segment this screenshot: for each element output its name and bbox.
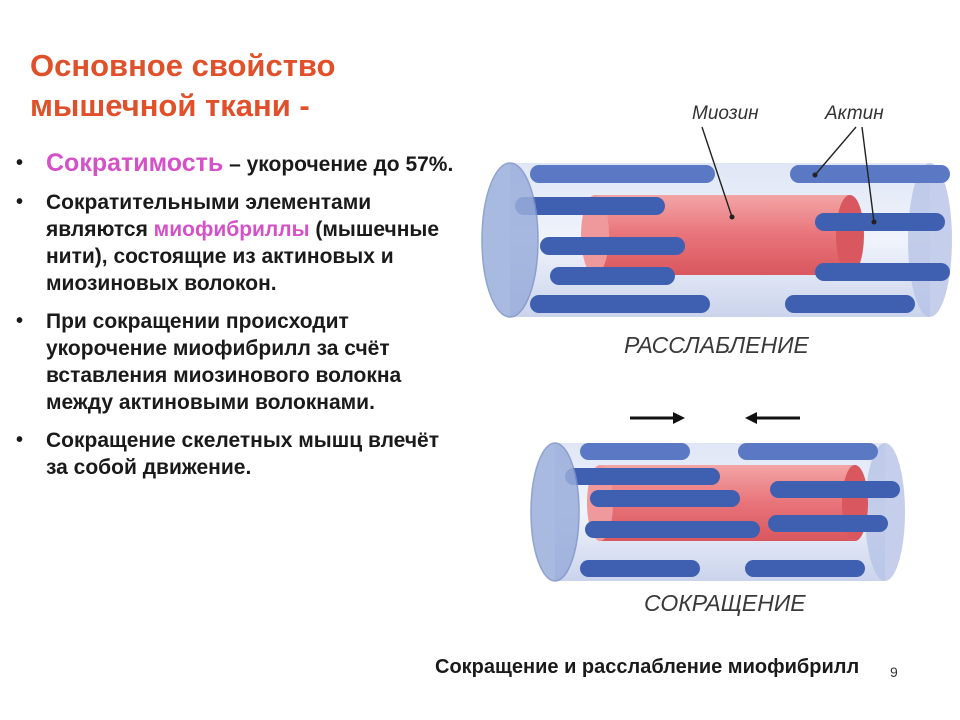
pointer-dot (812, 172, 818, 178)
relaxation-label: РАССЛАБЛЕНИЕ (624, 332, 810, 358)
bullet-dot: • (16, 191, 24, 213)
actin-pointer (814, 126, 857, 176)
title-line-2: мышечной ткани - (30, 88, 310, 123)
actin-filament (580, 443, 690, 460)
actin-filament (530, 295, 710, 313)
actin-filament (790, 165, 950, 183)
bullet-text: – укорочение до 57%. (223, 153, 454, 176)
bullet-dot: • (16, 310, 24, 332)
myosin-pointer (701, 126, 733, 218)
slide-title: Основное свойство мышечной ткани - (30, 46, 450, 126)
actin-filament (738, 443, 878, 460)
contraction-arrows (630, 412, 800, 424)
sheath-disc (481, 162, 539, 318)
bullet-item: • Сократительными элементами являются мио… (16, 189, 466, 297)
actin-filament (768, 515, 888, 532)
actin-filament (565, 468, 720, 485)
actin-filament (550, 267, 675, 285)
actin-filament (540, 237, 685, 255)
bullet-dot: • (16, 152, 24, 174)
arrow-left-head (745, 412, 757, 424)
bullet-highlight: Сократимость (46, 149, 224, 177)
actin-pointer (861, 126, 875, 223)
actin-filament (785, 295, 915, 313)
diagram-caption: Сокращение и расслабление миофибрилл (435, 656, 860, 678)
myofibril-diagram: Миозин Актин РАССЛАБЛЕНИЕ СОКРАЩЕНИЕ (481, 103, 952, 616)
actin-filament (580, 560, 700, 577)
bullet-highlight: миофибриллы (153, 218, 310, 241)
actin-filament (585, 521, 760, 538)
actin-filament (745, 560, 865, 577)
bullet-item: • Сократимость – укорочение до 57%. (16, 150, 466, 178)
pointer-dot (729, 214, 735, 220)
pointer-dot (871, 219, 877, 225)
actin-filament (515, 197, 665, 215)
bullet-item: • Сокращение скелетных мышц влечёт за соб… (16, 427, 466, 481)
page-number: 9 (890, 664, 898, 680)
contraction-label: СОКРАЩЕНИЕ (644, 590, 806, 616)
title-line-1: Основное свойство (30, 48, 336, 83)
sheath-disc (530, 442, 580, 582)
bullet-text: При сокращении происходит укорочение мио… (46, 310, 402, 414)
bullet-text: Сокращение скелетных мышц влечёт за собо… (46, 429, 439, 479)
relaxed-myofibril (481, 162, 952, 318)
myosin-label: Миозин (692, 103, 759, 124)
actin-filament (530, 165, 715, 183)
actin-filament (815, 263, 950, 281)
actin-filament (590, 490, 740, 507)
bullet-text: Сократительными элементами являются (46, 191, 372, 241)
actin-filament (815, 213, 945, 231)
bullet-item: • При сокращении происходит укорочение ми… (16, 308, 466, 416)
bullet-list: • Сократимость – укорочение до 57%. • Сокр… (16, 150, 466, 492)
actin-filament (770, 481, 900, 498)
sheath-end (865, 443, 905, 581)
bullet-dot: • (16, 429, 24, 451)
actin-label: Актин (824, 103, 884, 124)
contracted-myofibril (530, 442, 905, 582)
arrow-right-head (673, 412, 685, 424)
bullet-text: (мышечные нити), состоящие из актиновых … (46, 218, 440, 295)
sheath-end (908, 163, 952, 317)
